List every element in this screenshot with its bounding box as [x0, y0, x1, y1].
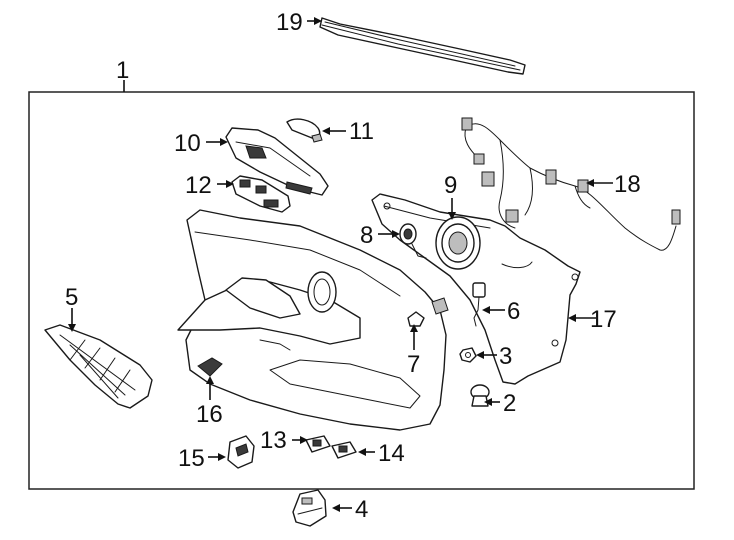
- callout-12: 12: [185, 172, 212, 199]
- part-10-switch-bezel: [225, 127, 329, 196]
- part-15-switch: [227, 435, 255, 469]
- callout-14: 14: [378, 440, 405, 467]
- callout-6: 6: [507, 298, 520, 325]
- callout-11: 11: [349, 118, 374, 145]
- callout-9: 9: [444, 172, 457, 199]
- part-1-door-trim-panel: [177, 209, 449, 431]
- callout-1: 1: [116, 57, 129, 84]
- part-11-cover: [286, 118, 323, 143]
- assembly-frame: [28, 91, 695, 490]
- part-8-tweeter: [399, 223, 427, 259]
- part-4-bracket: [292, 489, 327, 527]
- callout-19: 19: [276, 9, 303, 36]
- callout-7: 7: [407, 351, 420, 378]
- part-18-wiring-harness: [461, 117, 681, 251]
- part-3-nut: [459, 347, 477, 363]
- part-13-switch: [305, 435, 331, 453]
- part-14-switch: [331, 441, 357, 459]
- callout-13: 13: [260, 427, 287, 454]
- leader-lines: [68, 17, 613, 512]
- part-6-connector: [472, 282, 486, 327]
- callout-3: 3: [499, 343, 512, 370]
- callout-8: 8: [360, 222, 373, 249]
- part-19-weatherstrip: [319, 17, 526, 75]
- callout-5: 5: [65, 284, 78, 311]
- callout-4: 4: [355, 496, 368, 523]
- part-5-speaker-grille: [44, 324, 153, 409]
- part-2-push-pin: [470, 384, 490, 407]
- callout-15: 15: [178, 445, 205, 472]
- part-12-window-switch: [231, 175, 291, 213]
- callout-16: 16: [196, 401, 223, 428]
- callout-18: 18: [614, 171, 641, 198]
- part-9-speaker: [435, 216, 481, 270]
- part-16-switch: [197, 357, 223, 377]
- callout-2: 2: [503, 390, 516, 417]
- part-7-clip: [407, 311, 425, 327]
- callout-labels: 1 19 11 10 12 8 9 18 5 6 17 7 3 2 16 13 …: [65, 9, 641, 523]
- callout-10: 10: [174, 130, 201, 157]
- callout-17: 17: [590, 306, 617, 333]
